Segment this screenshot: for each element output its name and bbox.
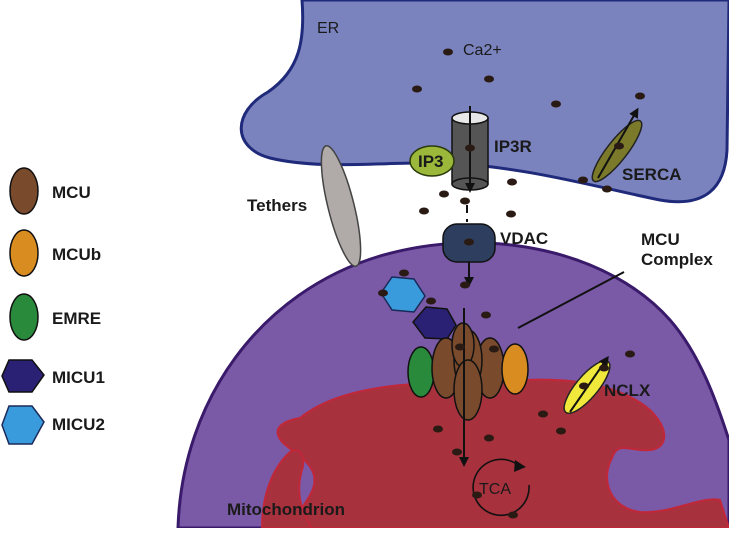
tethers-label: Tethers xyxy=(247,196,307,215)
legend-item-mcu: MCU xyxy=(9,167,91,215)
calcium-label: Ca2+ xyxy=(463,42,502,59)
nclx-label: NCLX xyxy=(604,381,651,400)
legend-item-micu1: MICU1 xyxy=(1,359,105,393)
mcu-subunit xyxy=(453,359,483,421)
legend-label-micu2: MICU2 xyxy=(52,415,105,434)
legend-label-emre: EMRE xyxy=(52,309,101,328)
tca-cycle xyxy=(472,458,530,517)
legend: MCU MCUb EMRE MICU1 MICU2 xyxy=(1,167,105,445)
tether xyxy=(320,145,362,267)
mcub-subunit xyxy=(501,343,529,395)
ip3r-label: IP3R xyxy=(494,137,532,156)
ip3-label: IP3 xyxy=(418,152,444,171)
mcub-legend-swatch xyxy=(9,229,39,277)
serca-label: SERCA xyxy=(622,165,682,184)
legend-item-mcub: MCUb xyxy=(9,229,101,277)
matrix-lower-left-lobe xyxy=(260,449,314,529)
calcium-ions xyxy=(378,48,645,519)
mcu-legend-swatch xyxy=(9,167,39,215)
emre-subunit xyxy=(407,346,435,398)
legend-label-micu1: MICU1 xyxy=(52,368,105,387)
micu1-legend-swatch xyxy=(1,359,45,393)
mcu-complex-label-line1: MCU xyxy=(641,230,680,249)
mcu-complex-pointer xyxy=(517,271,625,329)
mcu-complex-label-line2: Complex xyxy=(641,250,713,269)
ip3-molecule xyxy=(409,145,455,177)
mitochondrion-label: Mitochondrion xyxy=(227,500,345,519)
legend-label-mcub: MCUb xyxy=(52,245,101,264)
legend-item-micu2: MICU2 xyxy=(1,405,105,445)
vdac-label: VDAC xyxy=(500,229,548,248)
tca-label: TCA xyxy=(479,481,511,498)
micu2-legend-swatch xyxy=(1,405,45,445)
legend-item-emre: EMRE xyxy=(9,293,101,341)
legend-label-mcu: MCU xyxy=(52,183,91,202)
er-label: ER xyxy=(317,20,339,37)
emre-legend-swatch xyxy=(9,293,39,341)
